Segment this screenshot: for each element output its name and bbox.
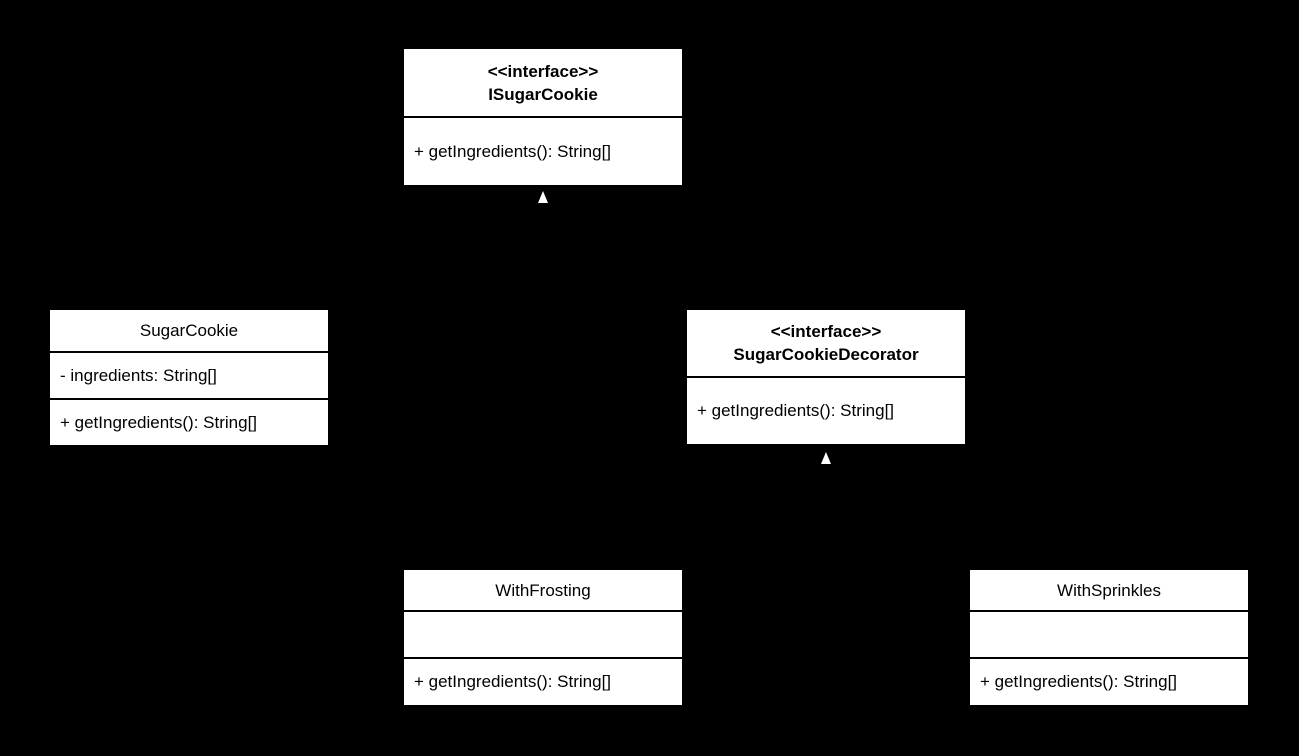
class-header-sugarcookie: SugarCookie [50, 310, 328, 351]
class-header-isugarcookie: <<interface>> ISugarCookie [404, 49, 682, 116]
stereotype-label: <<interface>> [770, 322, 882, 341]
method-label: + getIngredients(): String[] [60, 412, 258, 432]
stereotype-label: <<interface>> [487, 61, 599, 81]
class-name: SugarCookieDecorator [733, 345, 919, 364]
attributes-section-empty [404, 610, 682, 657]
class-box-withfrosting[interactable]: WithFrosting + getIngredients(): String[… [402, 568, 684, 707]
realization-arrowhead-icon[interactable] [538, 191, 548, 203]
class-box-isugarcookie[interactable]: <<interface>> ISugarCookie + getIngredie… [402, 47, 684, 187]
class-name: WithFrosting [495, 580, 591, 600]
attribute-label: - ingredients: String[] [60, 365, 217, 385]
methods-section: + getIngredients(): String[] [404, 657, 682, 705]
class-box-sugarcookiedecorator[interactable]: <<interface>> SugarCookieDecorator + get… [685, 308, 967, 446]
methods-section: + getIngredients(): String[] [50, 398, 328, 445]
class-box-withsprinkles[interactable]: WithSprinkles + getIngredients(): String… [968, 568, 1250, 707]
class-box-sugarcookie[interactable]: SugarCookie - ingredients: String[] + ge… [48, 308, 330, 447]
methods-section: + getIngredients(): String[] [687, 376, 965, 444]
class-name: WithSprinkles [1057, 580, 1161, 600]
attributes-section: - ingredients: String[] [50, 351, 328, 398]
class-name: SugarCookie [139, 321, 239, 340]
method-label: + getIngredients(): String[] [414, 672, 612, 691]
method-label: + getIngredients(): String[] [980, 672, 1178, 691]
class-header-sugarcookiedecorator: <<interface>> SugarCookieDecorator [687, 310, 965, 376]
realization-arrowhead-icon[interactable] [821, 452, 831, 464]
methods-section: + getIngredients(): String[] [404, 116, 682, 185]
class-header-withfrosting: WithFrosting [404, 570, 682, 610]
class-name: ISugarCookie [488, 84, 598, 104]
methods-section: + getIngredients(): String[] [970, 657, 1248, 705]
method-label: + getIngredients(): String[] [414, 141, 612, 161]
method-label: + getIngredients(): String[] [697, 401, 895, 420]
attributes-section-empty [970, 610, 1248, 657]
class-header-withsprinkles: WithSprinkles [970, 570, 1248, 610]
